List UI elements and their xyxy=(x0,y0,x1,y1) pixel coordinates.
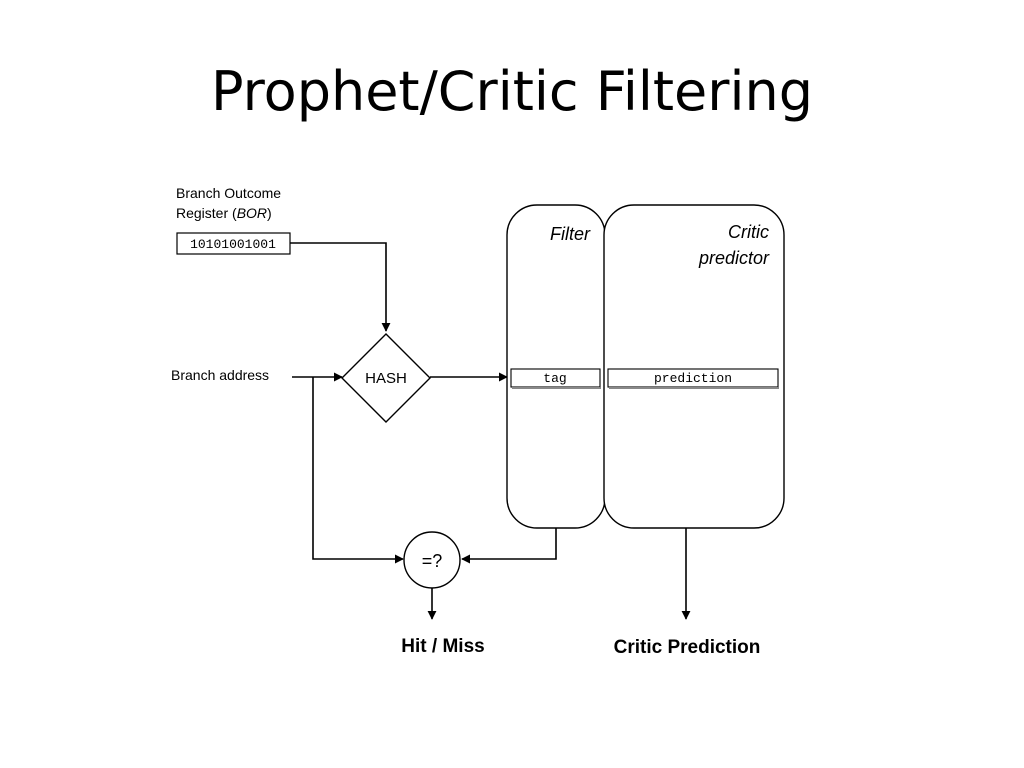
filter-label: Filter xyxy=(550,224,591,244)
branch-address-label: Branch address xyxy=(171,367,269,383)
bor-label-prefix: Register ( xyxy=(176,205,237,221)
critic-prediction-label: Critic Prediction xyxy=(614,637,761,658)
critic-label-line2: predictor xyxy=(698,248,770,268)
hash-diamond xyxy=(341,333,431,423)
prediction-label: prediction xyxy=(654,371,732,386)
hash-label: HASH xyxy=(365,370,407,387)
bor-label-suffix: ) xyxy=(267,205,272,221)
critic-predictor-table xyxy=(603,204,785,529)
tag-label: tag xyxy=(543,371,566,386)
bor-to-hash-arrow xyxy=(290,242,391,332)
bor-label-line2: Register (BOR) xyxy=(176,205,272,221)
page-title: Prophet/Critic Filtering xyxy=(211,60,813,123)
filter-to-compare-arrow xyxy=(461,528,557,564)
bor-value: 10101001001 xyxy=(190,237,276,252)
hit-miss-label: Hit / Miss xyxy=(401,636,484,657)
critic-label-line1: Critic xyxy=(728,222,769,242)
address-to-compare-arrow xyxy=(312,377,404,564)
filter-table xyxy=(506,204,606,529)
bor-label-line1: Branch Outcome xyxy=(176,185,281,201)
bor-label-italic: BOR xyxy=(237,205,267,221)
compare-label: =? xyxy=(422,551,443,571)
